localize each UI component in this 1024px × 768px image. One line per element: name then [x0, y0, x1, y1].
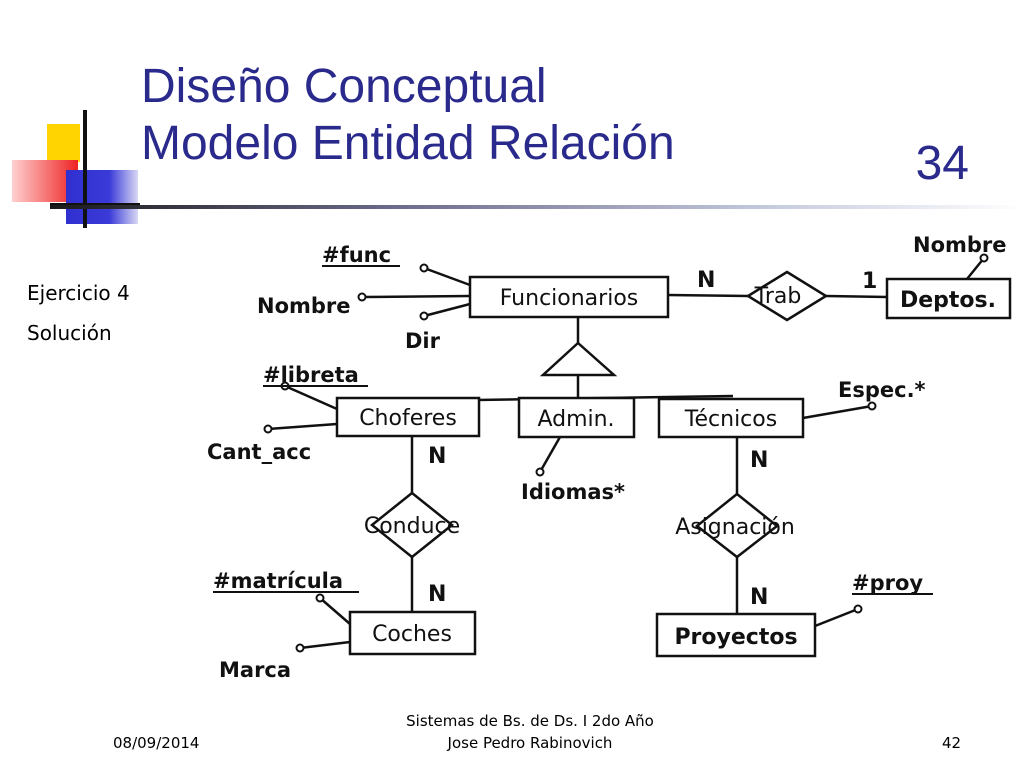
attr-label-espec: Espec.* [838, 378, 926, 402]
attr-line-cant-acc [267, 422, 338, 431]
title-underline [50, 205, 1024, 209]
attr-dot-func-dir [419, 311, 429, 321]
relationship-trab [745, 270, 829, 322]
attr-line-espec [802, 404, 873, 420]
entity-label-admin: Admin. [537, 407, 614, 432]
attr-label-func-dir: Dir [405, 329, 441, 353]
attr-label-marca: Marca [219, 658, 291, 682]
title-line-2: Modelo Entidad Relación [141, 117, 675, 170]
entity-admin [517, 396, 636, 439]
attr-dot-func-nombre [357, 292, 367, 302]
footer-course-info: Sistemas de Bs. de Ds. I 2do Año Jose Pe… [320, 710, 740, 754]
footer-author: Jose Pedro Rabinovich [447, 734, 613, 752]
relationship-label-conduce: Conduce [364, 514, 460, 539]
attr-dot-cant-acc [263, 424, 273, 434]
attr-dot-matricula [315, 593, 325, 603]
attr-dot-idiomas [535, 467, 545, 477]
footer-date: 08/09/2014 [113, 734, 200, 752]
entity-label-deptos: Deptos. [900, 288, 996, 313]
attr-label-cant-acc: Cant_acc [207, 440, 311, 464]
entity-proyectos [655, 612, 817, 658]
attr-line-func-dir [423, 302, 471, 318]
attr-label-proy: #proy [852, 571, 923, 595]
exercise-label: Ejercicio 4 [27, 281, 130, 305]
er-diagram: Funcionarios Deptos. Choferes Admin. Téc… [207, 233, 1012, 682]
cardinality-asignacion-tecnicos: N [750, 448, 768, 473]
attr-line-matricula [319, 597, 351, 625]
attr-line-libreta [284, 384, 338, 411]
cardinality-asignacion-proyectos: N [750, 585, 768, 610]
attr-label-libreta: #libreta [263, 363, 359, 387]
attr-label-func-id: #func [322, 243, 391, 267]
cardinality-conduce-coches: N [428, 582, 446, 607]
attr-line-func-id [423, 266, 471, 287]
entity-label-proyectos: Proyectos [674, 625, 797, 650]
entity-deptos [885, 277, 1012, 320]
attr-dot-func-id [419, 263, 429, 273]
attr-dot-deptos-nombre [979, 253, 989, 263]
relationship-label-asignacion: Asignación [675, 515, 795, 540]
entity-funcionarios [468, 275, 670, 319]
entity-label-tecnicos: Técnicos [684, 407, 777, 432]
attr-line-marca [299, 640, 351, 650]
attr-label-func-nombre: Nombre [257, 294, 351, 318]
entity-tecnicos [657, 397, 805, 439]
title-line-1: Diseño Conceptual [141, 60, 547, 113]
attr-label-idiomas: Idiomas* [521, 480, 625, 504]
attr-line-func-nombre [361, 294, 471, 299]
attr-line-deptos-nombre [966, 257, 985, 280]
cardinality-trab-deptos: 1 [862, 269, 877, 294]
entity-label-choferes: Choferes [359, 406, 457, 431]
slide-title: Diseño Conceptual Modelo Entidad Relació… [141, 58, 1001, 172]
title-number: 34 [915, 137, 969, 190]
logo-yellow-square [47, 124, 80, 162]
attr-line-proy [814, 607, 859, 628]
cardinality-trab-funcionarios: N [697, 268, 715, 293]
logo-blue-square [66, 170, 138, 224]
entity-coches [348, 610, 477, 656]
slide-logo-graphic [12, 110, 140, 228]
attr-line-idiomas [538, 436, 562, 473]
sidebar-text: Ejercicio 4 Solución [27, 273, 130, 353]
attr-dot-marca [295, 643, 305, 653]
relationship-label-trab: Trab [754, 284, 802, 309]
attr-dot-proy [853, 604, 863, 614]
edge-trab-deptos [825, 294, 888, 299]
footer-course: Sistemas de Bs. de Ds. I 2do Año [406, 712, 654, 730]
relationship-conduce [369, 491, 455, 559]
footer-page-number: 42 [942, 734, 962, 752]
relationship-asignacion [694, 492, 780, 559]
edge-funcionarios-trab [667, 293, 749, 298]
attr-label-deptos-nombre: Nombre [913, 233, 1007, 257]
entity-choferes [335, 396, 481, 438]
entity-label-funcionarios: Funcionarios [500, 286, 639, 311]
cardinality-conduce-choferes: N [428, 444, 446, 469]
attr-dot-espec [867, 401, 877, 411]
attr-label-matricula: #matrícula [213, 569, 343, 593]
solution-label: Solución [27, 321, 112, 345]
isa-triangle [539, 341, 618, 377]
entity-label-coches: Coches [372, 622, 452, 647]
